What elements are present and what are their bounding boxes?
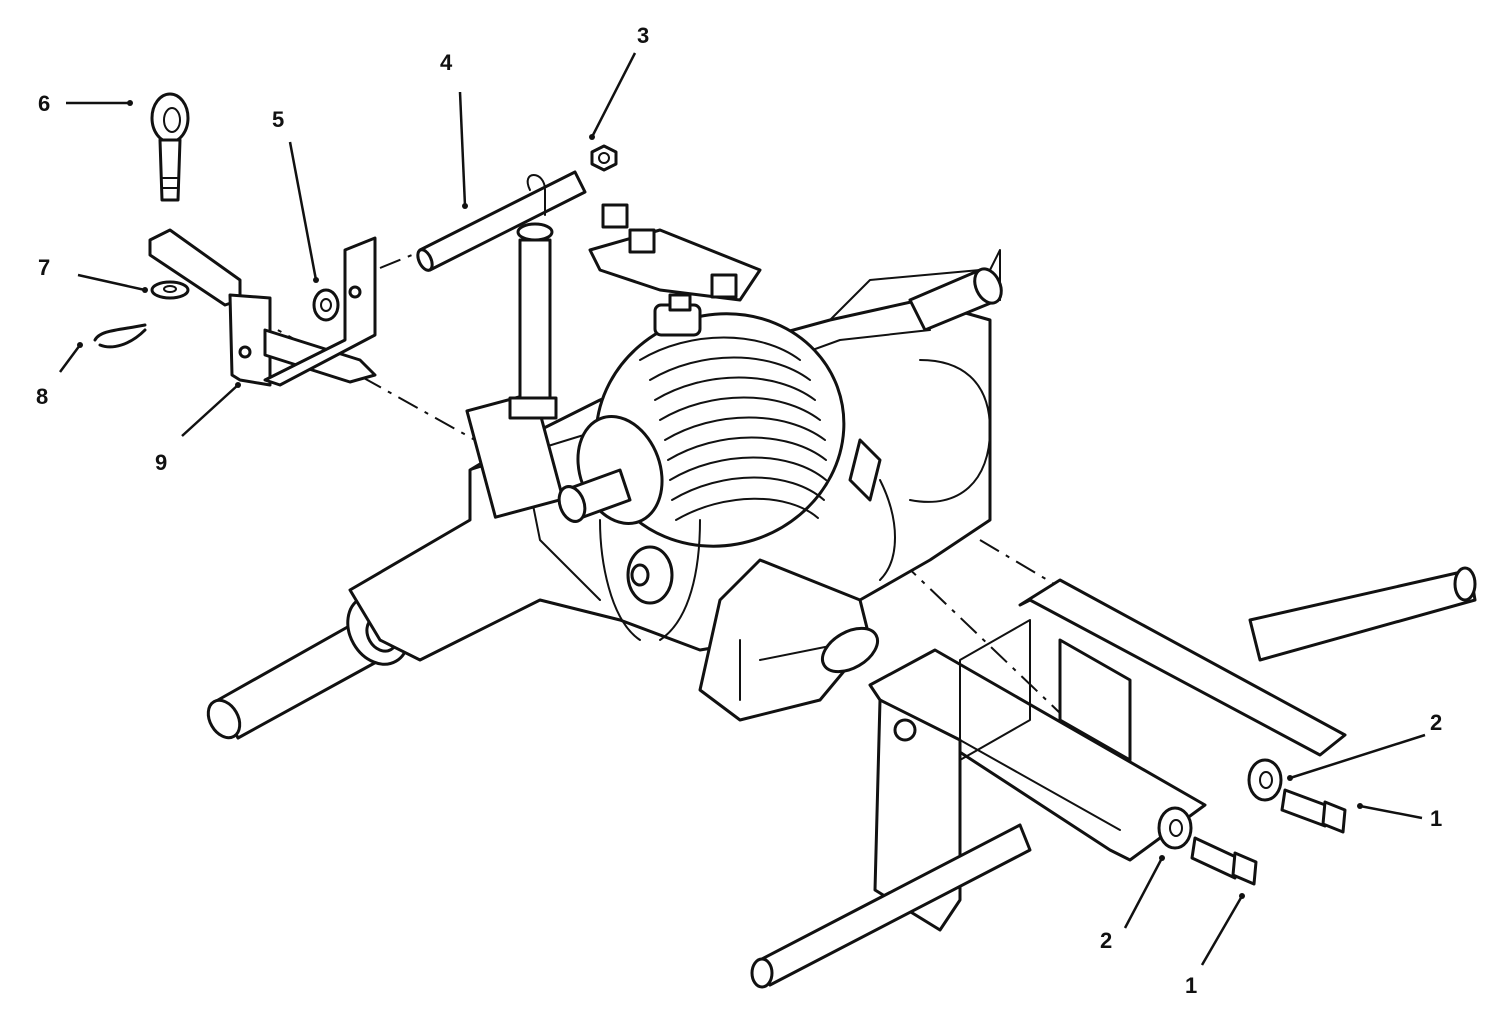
mounting-frame (750, 566, 1477, 989)
callout-labels: 6 7 8 9 5 4 3 2 1 2 1 (36, 23, 1442, 998)
callout-6: 6 (38, 91, 50, 116)
callout-3: 3 (637, 23, 649, 48)
leader-lines (58, 52, 1426, 966)
hex-nut (590, 144, 618, 172)
flat-washer (150, 280, 190, 300)
callout-8: 8 (36, 384, 48, 409)
control-rod (416, 170, 587, 420)
callout-9: 9 (155, 450, 167, 475)
callout-4: 4 (440, 50, 453, 75)
lever-bracket (148, 228, 377, 387)
callout-2-lower: 2 (1100, 928, 1112, 953)
callout-2-upper: 2 (1430, 710, 1442, 735)
callout-7: 7 (38, 255, 50, 280)
hydrostatic-pump (557, 203, 991, 641)
callout-1-lower: 1 (1185, 973, 1197, 998)
spacer-bushing (312, 288, 340, 322)
callout-1-upper: 1 (1430, 806, 1442, 831)
spacer-washer-upper (1247, 758, 1283, 802)
bolt-lower (1190, 836, 1258, 886)
hairpin-clip (93, 323, 147, 349)
callout-5: 5 (272, 107, 284, 132)
spacer-washer-lower (1157, 806, 1193, 850)
right-shaft-stub (908, 267, 1003, 332)
clevis-pin (150, 92, 190, 202)
bolt-upper (1280, 788, 1347, 834)
